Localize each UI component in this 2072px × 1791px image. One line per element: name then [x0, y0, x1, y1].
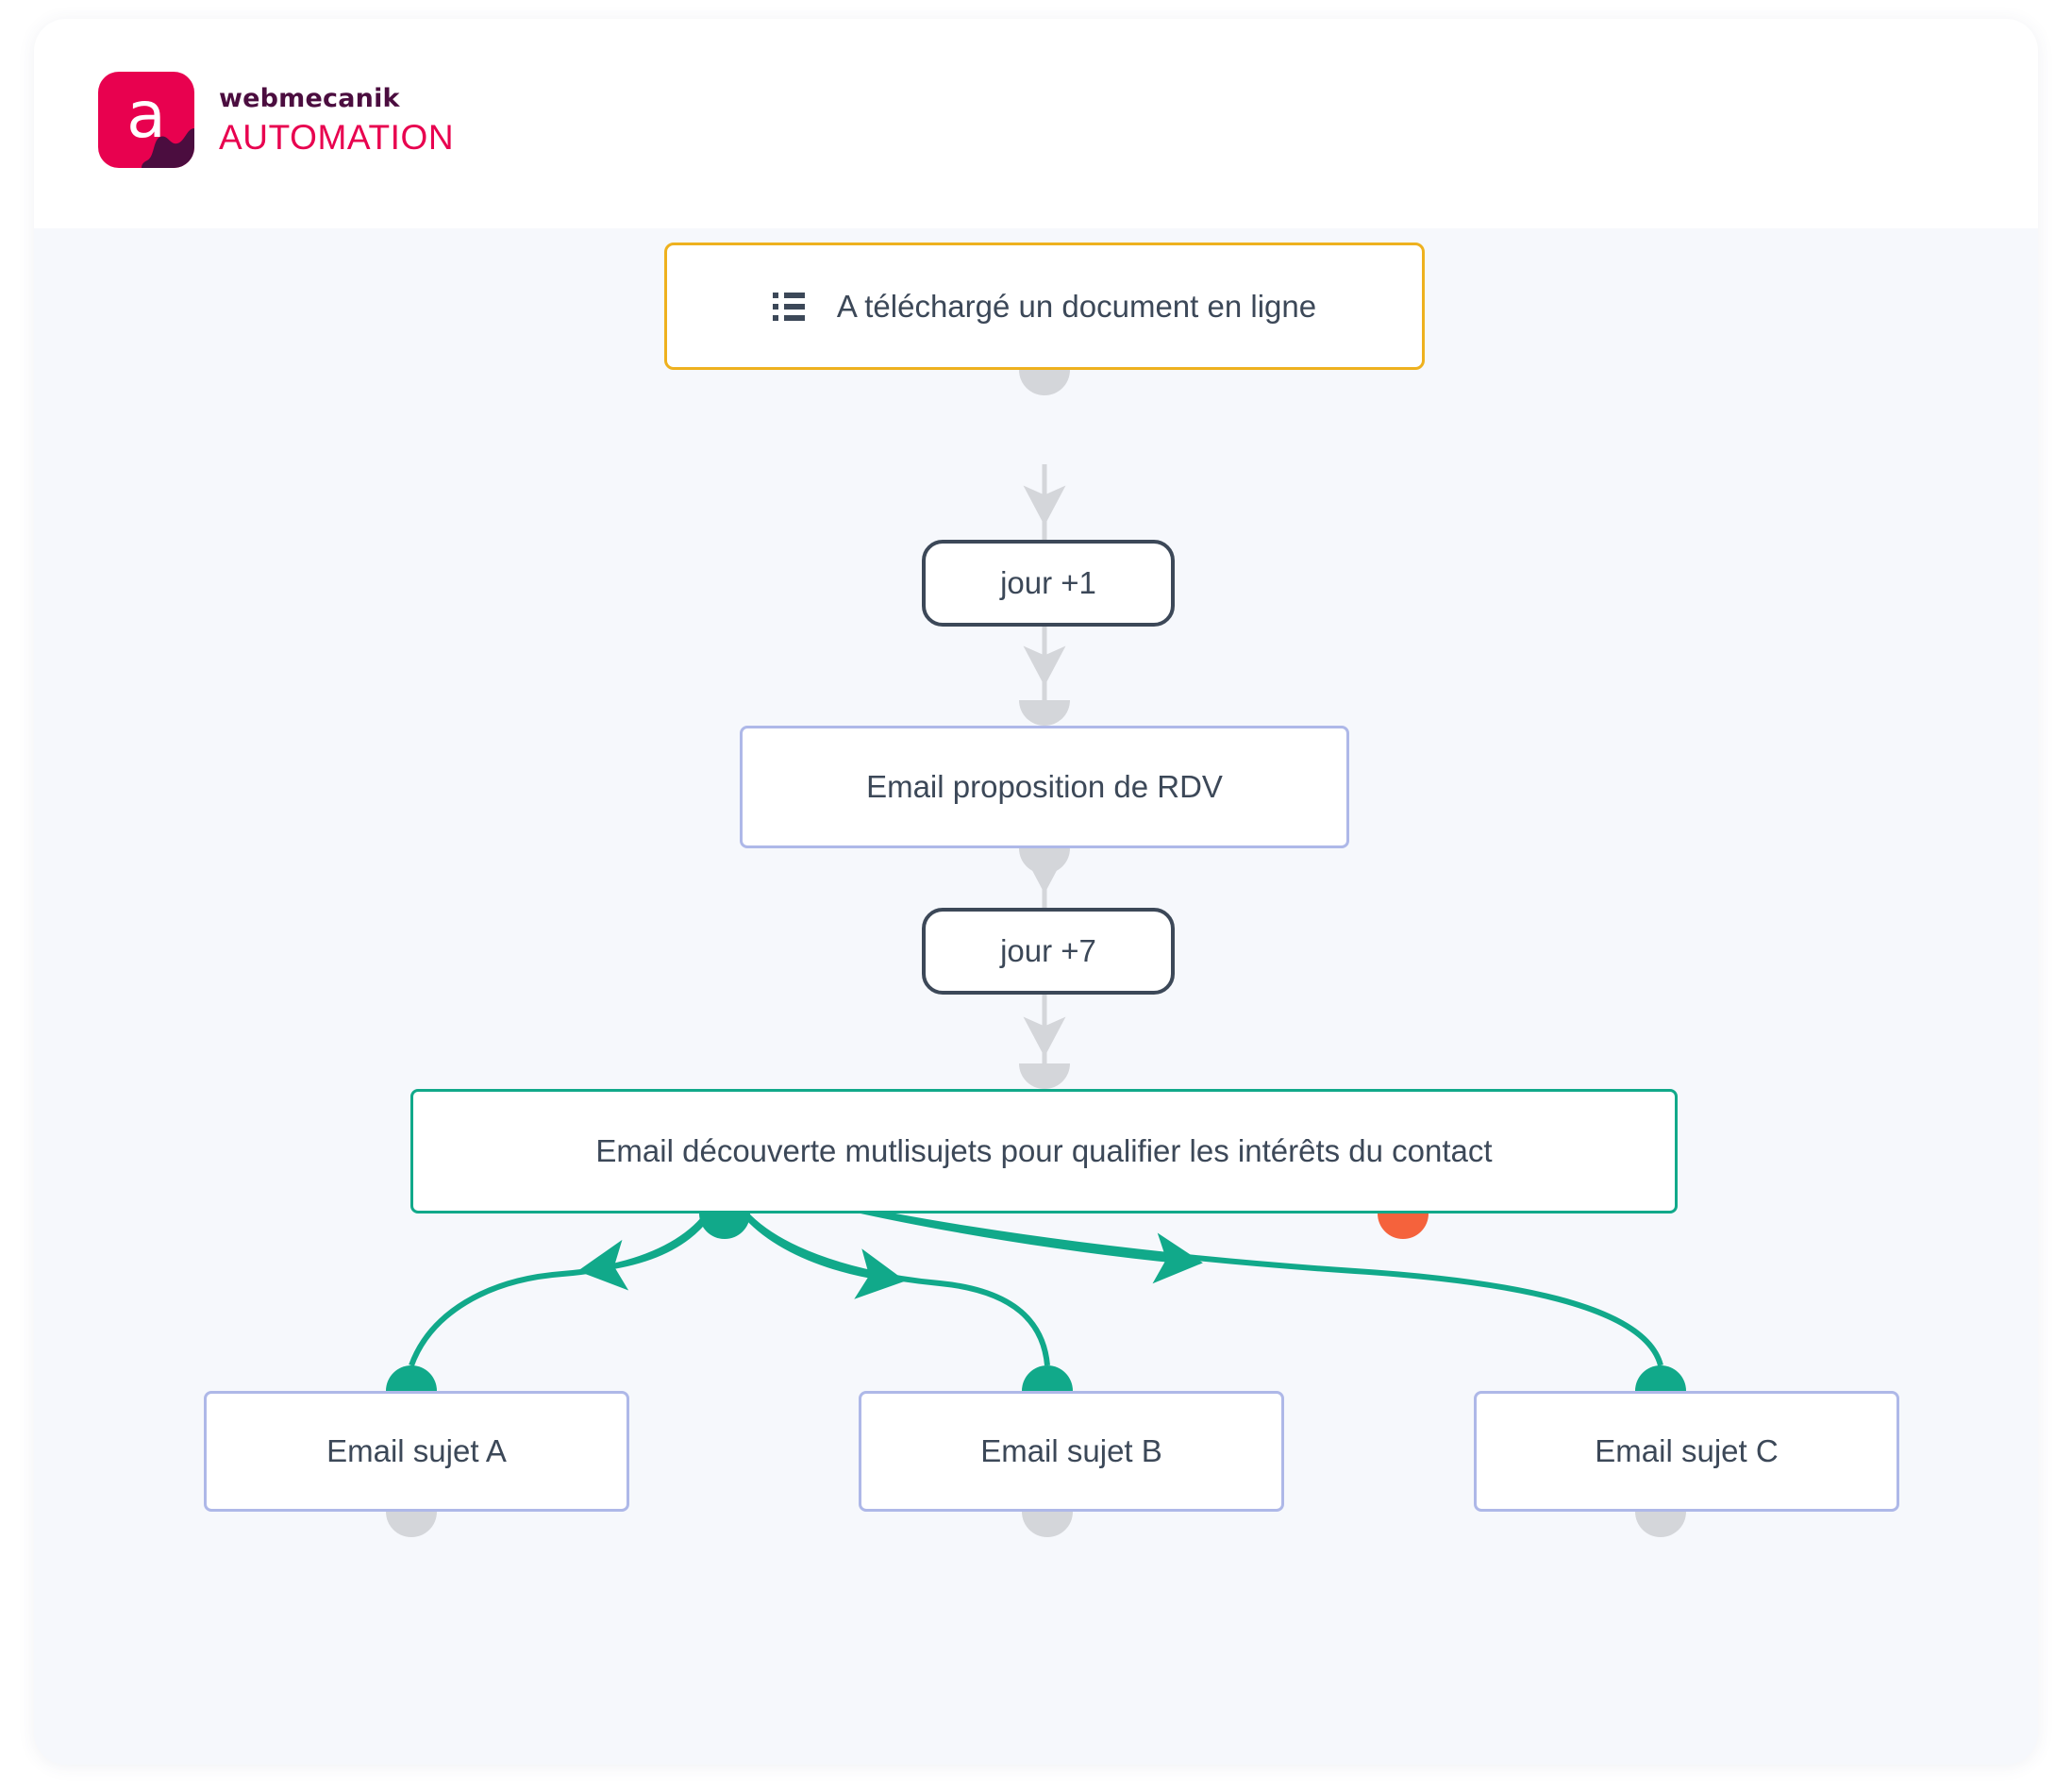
node-email-decouverte[interactable]: Email découverte mutlisujets pour qualif…	[410, 1089, 1678, 1214]
connector-email-rdv-out[interactable]	[1019, 848, 1070, 874]
node-email-sujet-b[interactable]: Email sujet B	[859, 1391, 1284, 1512]
connector-email-b-in[interactable]	[1022, 1365, 1073, 1391]
product-name: AUTOMATION	[219, 117, 455, 157]
node-delay-day7-label: jour +7	[1000, 933, 1096, 968]
connector-email-a-out[interactable]	[386, 1512, 437, 1537]
node-delay-day1-label: jour +1	[1000, 565, 1096, 600]
connector-delay7-out[interactable]	[1019, 1063, 1070, 1089]
node-email-sujet-c[interactable]: Email sujet C	[1474, 1391, 1899, 1512]
brand-name: webmecanik	[219, 83, 400, 113]
node-email-sujet-a-label: Email sujet A	[326, 1433, 507, 1468]
node-email-sujet-a[interactable]: Email sujet A	[204, 1391, 629, 1512]
connector-decouverte-success[interactable]	[699, 1214, 750, 1239]
brand-wordmark: webmecanik AUTOMATION	[219, 86, 454, 155]
node-email-sujet-b-label: Email sujet B	[980, 1433, 1162, 1468]
connector-email-b-out[interactable]	[1022, 1512, 1073, 1537]
node-delay-day1[interactable]: jour +1	[922, 540, 1175, 627]
brand-logo: a webmecanik AUTOMATION	[98, 72, 454, 168]
node-email-rdv-label: Email proposition de RDV	[866, 769, 1223, 804]
app-header: a webmecanik AUTOMATION	[34, 19, 2038, 228]
connector-trigger-out[interactable]	[1019, 370, 1070, 395]
connector-email-c-out[interactable]	[1635, 1512, 1686, 1537]
node-email-sujet-c-label: Email sujet C	[1595, 1433, 1779, 1468]
webmecanik-logo-mark: a	[98, 72, 194, 168]
logo-letter: a	[126, 78, 166, 153]
connector-delay1-out[interactable]	[1019, 700, 1070, 726]
node-email-rdv[interactable]: Email proposition de RDV	[740, 726, 1349, 848]
node-email-decouverte-label: Email découverte mutlisujets pour qualif…	[595, 1133, 1493, 1168]
connector-email-c-in[interactable]	[1635, 1365, 1686, 1391]
logo-wave-icon	[142, 121, 194, 168]
workflow-canvas[interactable]: A téléchargé un document en ligne jour +…	[34, 228, 2038, 1765]
automation-app-card: a webmecanik AUTOMATION	[34, 19, 2038, 1765]
connector-decouverte-failure[interactable]	[1378, 1214, 1429, 1239]
node-trigger-download[interactable]: A téléchargé un document en ligne	[664, 243, 1425, 370]
list-icon	[772, 292, 805, 321]
connector-email-a-in[interactable]	[386, 1365, 437, 1391]
node-trigger-label: A téléchargé un document en ligne	[836, 288, 1317, 324]
node-delay-day7[interactable]: jour +7	[922, 908, 1175, 995]
